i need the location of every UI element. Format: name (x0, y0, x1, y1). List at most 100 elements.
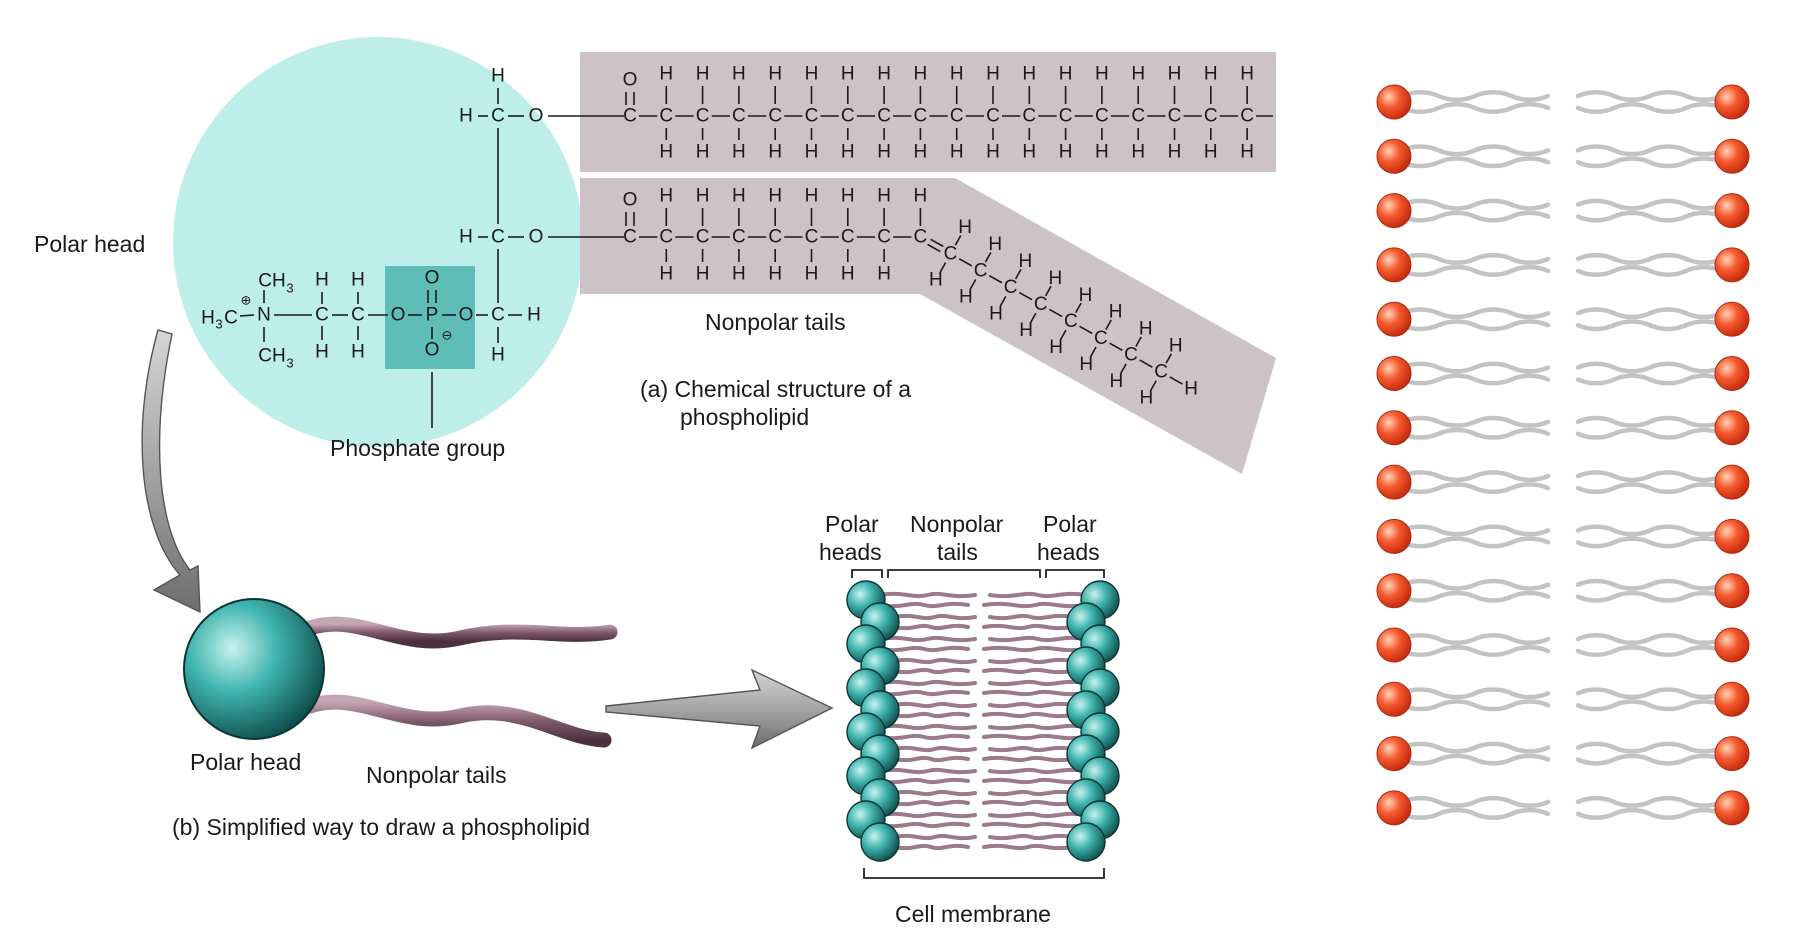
chem-bond (1105, 319, 1112, 330)
right-tail (1575, 482, 1725, 495)
atom-o: O (529, 106, 544, 127)
right-tail (1399, 198, 1551, 211)
atom-h: H (950, 64, 964, 85)
right-tail (1399, 795, 1551, 808)
atom-h: H (1109, 371, 1123, 392)
atom-c: C (1204, 106, 1218, 127)
right-head (1714, 193, 1750, 229)
right-tail (1399, 156, 1551, 169)
chem-bond (954, 235, 962, 246)
atom-h: H (659, 264, 673, 285)
right-head (1714, 464, 1750, 500)
atom-c: C (914, 227, 928, 248)
charge-minus: ⊖ (442, 328, 453, 343)
right-head (1376, 736, 1412, 772)
atom-n: N (257, 305, 271, 326)
membrane-tail (988, 811, 1088, 819)
atom-h: H (805, 264, 819, 285)
atom-c: C (1004, 277, 1018, 298)
right-tail (1575, 524, 1725, 537)
methyl-left: H (201, 308, 215, 329)
membrane-tail (982, 711, 1074, 719)
atom-h: H (768, 142, 782, 163)
chem-bond (1109, 342, 1123, 351)
chem-bond (1079, 325, 1093, 335)
atom-h: H (527, 305, 541, 326)
atom-o: O (459, 305, 474, 326)
right-head (1376, 518, 1412, 554)
chem-bond (930, 238, 944, 248)
atom-h: H (732, 264, 746, 285)
membrane-tail (892, 755, 970, 763)
atom-h: H (768, 186, 782, 207)
membrane-tail (892, 623, 970, 631)
membrane-tail (878, 679, 977, 687)
atom-h: H (929, 270, 943, 291)
atom-h: H (1079, 285, 1093, 306)
membrane-tail (892, 711, 970, 719)
simple-polar-head-label: Polar head (190, 749, 301, 775)
right-head (1714, 790, 1750, 826)
chem-bond (1018, 291, 1033, 301)
right-tail (1575, 645, 1725, 657)
right-tail (1399, 482, 1551, 495)
straight-arrow (605, 668, 834, 750)
atom-o: O (391, 305, 406, 326)
chemical-bonds (239, 86, 1274, 391)
subscript-3: 3 (286, 281, 293, 296)
right-tail (1575, 102, 1725, 114)
atom-c: C (1094, 328, 1108, 349)
membrane-tail (982, 821, 1088, 829)
membrane-tail (988, 635, 1088, 643)
atom-h: H (1022, 142, 1036, 163)
chem-bond (999, 295, 1007, 307)
atom-h: H (805, 142, 819, 163)
membrane-tail (982, 777, 1088, 785)
atom-h: H (958, 217, 972, 238)
right-tail (1575, 470, 1725, 483)
cell-membrane-bilayer (846, 580, 1120, 862)
atom-h: H (1139, 319, 1153, 340)
membrane-tail (878, 601, 970, 609)
caption-a-line1: (a) Chemical structure of a (640, 376, 911, 402)
atom-o: O (425, 268, 440, 289)
right-head (1714, 518, 1750, 554)
atom-h: H (805, 64, 819, 85)
atom-c: C (768, 227, 782, 248)
chem-bond (239, 314, 255, 317)
membrane-tail (988, 767, 1088, 775)
right-tail (1575, 687, 1725, 700)
membrane-tail (878, 689, 970, 697)
membrane-tail (988, 723, 1088, 731)
bracket-nonpolar (887, 569, 1041, 578)
right-head (1376, 681, 1412, 717)
right-tail (1575, 753, 1725, 766)
atom-c: C (351, 305, 365, 326)
atom-h: H (351, 270, 365, 291)
right-tail (1575, 633, 1725, 645)
nonpolar-tails-label: Nonpolar tails (705, 309, 846, 335)
membrane-tail (982, 623, 1074, 631)
membrane-tail (892, 745, 977, 753)
membrane-tail (878, 645, 970, 653)
right-head (1714, 356, 1750, 391)
right-head (1714, 410, 1750, 446)
atom-h: H (1168, 142, 1182, 163)
membrane-tail (878, 777, 970, 785)
bracket-cell-membrane (863, 868, 1105, 879)
chem-bond (927, 243, 941, 253)
tail-band-lower (580, 178, 1276, 474)
atom-c: C (805, 227, 819, 248)
right-tail (1575, 807, 1725, 820)
atom-c: C (1022, 106, 1036, 127)
atom-h: H (1131, 142, 1145, 163)
atom-c: C (986, 106, 1000, 127)
atom-c: C (732, 227, 746, 248)
atom-h: H (696, 64, 710, 85)
atom-h: H (950, 142, 964, 163)
methyl-top: CH (258, 271, 285, 292)
phosphate-box (385, 266, 475, 369)
right-tail (1575, 427, 1725, 440)
